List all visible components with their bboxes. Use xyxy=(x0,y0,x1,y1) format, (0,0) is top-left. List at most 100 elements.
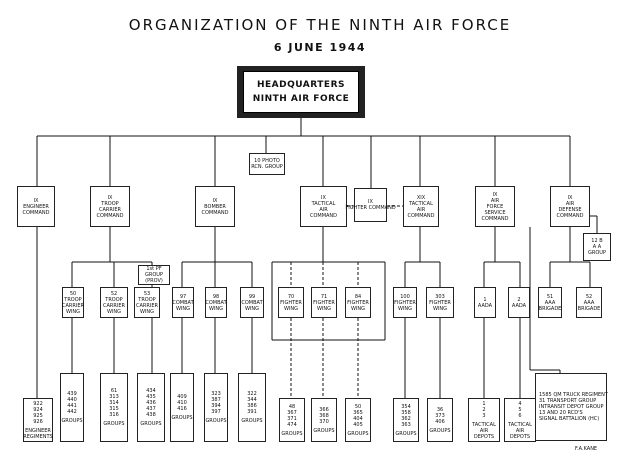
org-box-line: IX xyxy=(368,199,373,205)
org-box-line: FORCE xyxy=(486,203,504,210)
org-box-line: GROUP xyxy=(588,250,606,256)
org-box-line: AAA xyxy=(583,299,595,306)
org-box-line: AADA xyxy=(511,302,527,309)
org-box-line: WING xyxy=(432,305,448,312)
org-box-line: COMMAND xyxy=(556,212,584,219)
org-box-line: COMBAT xyxy=(172,299,194,306)
org-box-line: 925 xyxy=(33,412,43,419)
org-box-line: 315 xyxy=(109,406,119,412)
org-box-line: AAA xyxy=(544,299,556,306)
org-box-label: GROUPS xyxy=(140,421,162,427)
org-box-line: COMMAND xyxy=(201,209,229,216)
org-box-line: 439 xyxy=(67,391,77,397)
org-box-line: AIR xyxy=(490,197,500,204)
org-box-line: CARRIER xyxy=(99,206,121,213)
org-box-line: WING xyxy=(316,305,332,312)
org-box-line: 48 xyxy=(288,403,296,410)
org-box-line: 97 xyxy=(179,293,187,300)
org-box-line: 366 xyxy=(319,406,329,413)
org-box-line: 51 xyxy=(546,293,554,300)
org-box-line: 406 xyxy=(435,418,445,425)
org-box-line: BRIGADE xyxy=(577,305,601,312)
org-box-line: TACTICAL xyxy=(409,200,433,207)
org-box-line: TROOP xyxy=(101,200,119,207)
org-box-label: GROUPS xyxy=(171,415,193,421)
org-box-line: 52 xyxy=(585,293,593,300)
org-box-line: COMBAT xyxy=(241,299,263,306)
org-box-line: 391 xyxy=(247,409,257,415)
org-box-label: GROUPS xyxy=(429,427,451,434)
org-box-line: 387 xyxy=(211,397,221,403)
org-box-line: 367 xyxy=(287,409,297,416)
org-box-line: 53 xyxy=(143,290,151,297)
org-box-line: 1 xyxy=(482,400,486,407)
org-box-line: COMMAND xyxy=(22,209,50,216)
org-box-line: CARRIER xyxy=(136,302,158,309)
org-box-line: 316 xyxy=(109,412,119,418)
org-box-line: 313 xyxy=(109,394,119,400)
org-box-line: 5 xyxy=(518,406,522,413)
org-box-line: XIX xyxy=(416,194,426,201)
org-box-line: TROOP xyxy=(138,296,156,303)
org-box-line: 404 xyxy=(353,415,363,422)
org-box-line: GROUP xyxy=(145,272,163,278)
org-box-line: 436 xyxy=(146,400,156,406)
org-box-label: GROUPS xyxy=(313,427,335,434)
org-box-line: CARRIER xyxy=(62,302,84,309)
org-box-line: 474 xyxy=(287,421,297,428)
org-box-line: IX xyxy=(567,194,573,201)
org-box-line: A A xyxy=(592,244,602,250)
org-box-line: WING xyxy=(397,305,413,312)
org-box-line: 2 xyxy=(482,406,486,413)
org-box-line: DEFENSE xyxy=(558,206,582,213)
org-box-line: 1 xyxy=(483,296,487,303)
org-box-line: 84 xyxy=(354,293,362,300)
org-box-line: BRIGADE xyxy=(538,305,562,312)
org-box-line: WING xyxy=(350,305,366,312)
org-box-line: 435 xyxy=(146,394,156,400)
org-box-line: RCN. GROUP xyxy=(251,164,283,170)
org-box-line: 4 xyxy=(518,400,522,407)
org-box-line: 98 xyxy=(212,293,220,300)
org-box-line: 442 xyxy=(67,409,77,415)
org-box-line: 322 xyxy=(247,391,257,397)
org-box-line: 394 xyxy=(211,403,221,409)
org-box-line: FIGHTER COMMAND xyxy=(345,205,396,211)
org-box-line: FIGHTER xyxy=(394,299,416,306)
org-box-line: 3 xyxy=(482,412,486,419)
org-box-line: 10 PHOTO xyxy=(254,158,280,164)
org-box-line: SIGNAL BATTALION (HC) xyxy=(539,416,600,422)
org-box-line: IX xyxy=(212,197,218,204)
org-box-label: GROUPS xyxy=(205,418,227,424)
org-box-line: 438 xyxy=(146,412,156,418)
chart-title: ORGANIZATION OF THE NINTH AIR FORCE xyxy=(128,16,512,34)
org-box-label: TACTICAL AIR DEPOTS xyxy=(472,421,496,440)
org-box-line: IX xyxy=(107,194,113,201)
org-box-line: 100 xyxy=(400,293,410,300)
org-box-line: 441 xyxy=(67,403,77,409)
org-box-line: IX xyxy=(321,194,326,201)
credit: F.A.KANE xyxy=(575,446,598,452)
